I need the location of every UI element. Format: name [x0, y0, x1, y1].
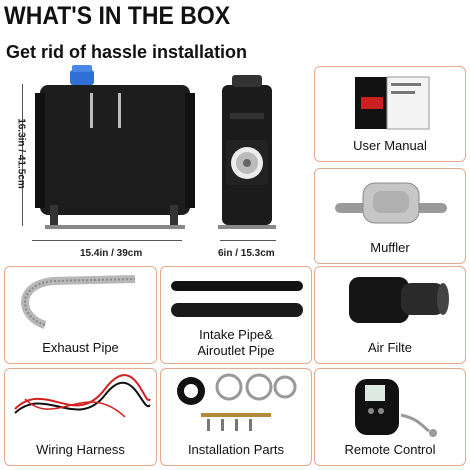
page-title: WHAT'S IN THE BOX [4, 2, 231, 30]
exhaust-pipe-icon [21, 275, 136, 329]
muffler-icon [335, 182, 447, 224]
wiring-harness-label: Wiring Harness [36, 442, 125, 457]
intake-pipe-icon [171, 281, 303, 317]
depth-dimension-line [220, 240, 276, 241]
air-filter-icon [349, 277, 449, 323]
installation-parts-icon [177, 373, 297, 431]
heater-illustration [10, 65, 310, 265]
page-subtitle: Get rid of hassle installation [6, 42, 248, 62]
installation-parts-card: Installation Parts [160, 368, 312, 466]
heater-svg [35, 65, 276, 229]
air-filter-label: Air Filte [367, 340, 413, 355]
wiring-harness-icon [14, 374, 151, 418]
remote-control-card: Remote Control [314, 368, 466, 466]
exhaust-pipe-card: Exhaust Pipe [4, 266, 157, 364]
remote-control-label: Remote Control [344, 442, 436, 457]
wiring-harness-card: Wiring Harness [4, 368, 157, 466]
height-dimension-line [22, 84, 23, 226]
exhaust-pipe-label: Exhaust Pipe [42, 340, 119, 355]
depth-dimension-label: 6in / 15.3cm [218, 248, 275, 259]
air-filter-card: Air Filte [314, 266, 466, 364]
intake-pipe-label-line2: Airoutlet Pipe [197, 343, 275, 358]
user-manual-card: User Manual [314, 66, 466, 162]
width-dimension-line [32, 240, 182, 241]
width-dimension-label: 15.4in / 39cm [80, 248, 143, 259]
height-dimension-label: 16.3in / 41.5cm [15, 118, 27, 189]
user-manual-label: User Manual [353, 138, 427, 153]
intake-pipe-card: Intake Pipe& Airoutlet Pipe [160, 266, 312, 364]
installation-parts-label: Installation Parts [187, 442, 285, 457]
intake-pipe-label-line1: Intake Pipe& [199, 327, 273, 342]
muffler-label: Muffler [370, 240, 410, 255]
manual-icon [355, 76, 430, 130]
remote-control-icon [355, 379, 437, 437]
muffler-card: Muffler [314, 168, 466, 264]
intake-pipe-label: Intake Pipe& Airoutlet Pipe [161, 327, 311, 359]
